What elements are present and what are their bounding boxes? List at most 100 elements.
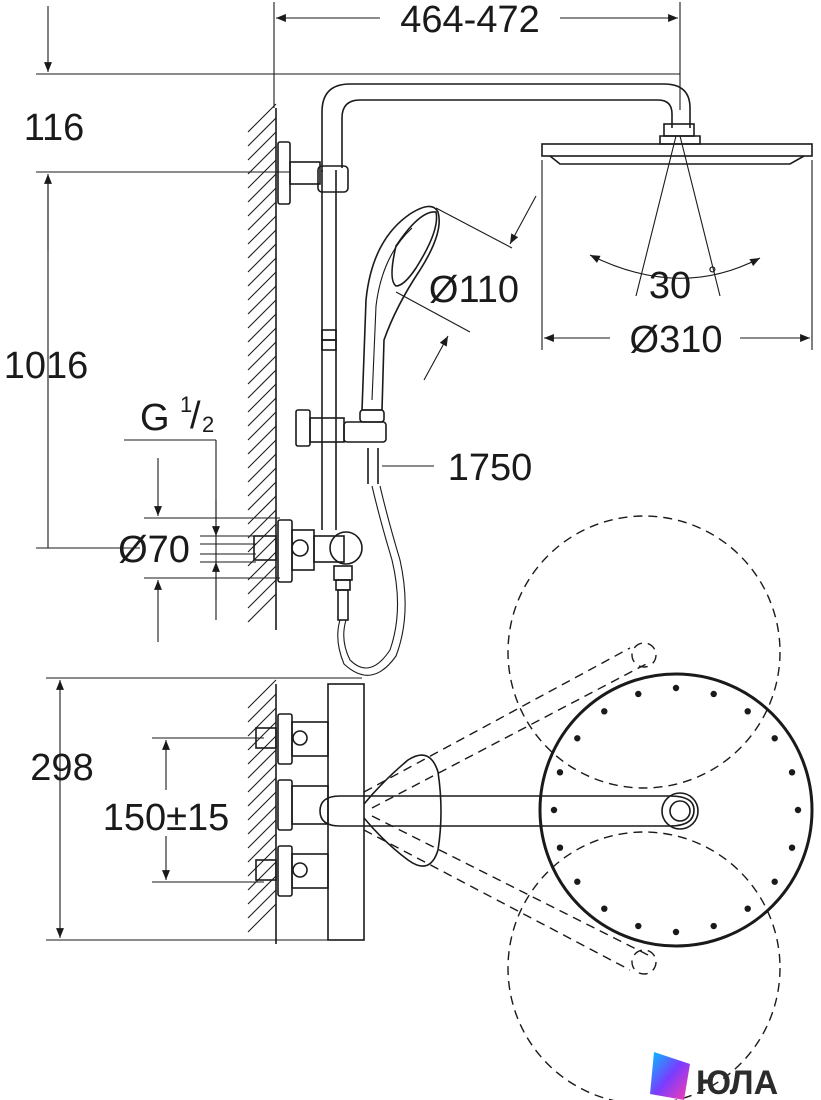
tilt-angle-label: 30 (649, 265, 691, 307)
wall-hatch-line (247, 903, 277, 933)
wall-bracket-top (277, 141, 321, 205)
wall-hatch-line (247, 481, 277, 511)
hose-length-label: 1750 (448, 447, 533, 489)
svg-text:/: / (190, 395, 201, 437)
wall-hatch-line (247, 777, 277, 807)
wall-hatch-line (247, 565, 277, 595)
wall-hatch-line (247, 819, 277, 849)
thread-label: G (140, 397, 170, 439)
head-shower-top (538, 672, 814, 948)
wall-hatch-line (247, 593, 277, 623)
hand-shower-diameter-label: Ø110 (429, 269, 519, 311)
wall-hatch-line (247, 453, 277, 483)
nozzle-dot (771, 735, 778, 742)
hand-shower: Ø110 (359, 195, 537, 423)
wall-hatch-line (247, 285, 277, 315)
rail-height-label: 1016 (4, 345, 89, 387)
wall-hatch-line (247, 509, 277, 539)
nozzle-dot (556, 844, 564, 851)
wall-hatch-line (247, 159, 277, 189)
thread-numerator: 1 (180, 392, 192, 417)
nozzle-dot (601, 905, 608, 912)
wall-hatch-line (247, 791, 277, 821)
wall-hatch-line (247, 439, 277, 469)
nozzle-dot (744, 905, 751, 912)
wall-hatch-line (247, 187, 277, 217)
front-view: 464-472 116 1016 (4, 0, 813, 676)
nozzle-dot (556, 769, 564, 776)
wall-hatch-line (247, 117, 277, 147)
head-shower-swing-range (363, 515, 781, 1100)
nozzle-dot (635, 690, 642, 698)
mixer-valve-front (253, 519, 363, 621)
wall-hatch-line (247, 833, 277, 863)
wall-hatch-line (247, 805, 277, 835)
wall-hatch-line (247, 889, 277, 919)
flange-diameter-label: Ø70 (118, 529, 190, 571)
wall-hatch-line (247, 861, 277, 891)
nozzle-dot (574, 878, 581, 885)
dimension-spacing: 150±15 (103, 737, 264, 883)
nozzle-dot (710, 690, 717, 698)
nozzle-dot (710, 922, 717, 930)
hand-shower-holder (295, 409, 387, 484)
wall-hatch-line (247, 495, 277, 525)
arm-width-label: 464-472 (400, 0, 539, 41)
wall-hatch-line (247, 749, 277, 779)
yula-logo-icon (650, 1052, 690, 1100)
wall-hatch-line (247, 397, 277, 427)
dimension-rail-height: 1016 (4, 176, 140, 549)
shower-rail (317, 165, 349, 530)
thread-denominator: 2 (202, 412, 214, 437)
yula-logo-text: ЮЛА (696, 1064, 778, 1100)
wall-hatch-line (247, 693, 277, 723)
wall-hatch-line (247, 721, 277, 751)
wall-hatch-line (247, 229, 277, 259)
wall-hatch-line (247, 579, 277, 609)
wall-top (247, 679, 277, 944)
top-offset-label: 116 (24, 107, 85, 149)
nozzle-dot (601, 708, 608, 715)
wall-hatch-line (247, 411, 277, 441)
wall-hatch-line (247, 145, 277, 175)
top-view: 298 150±15 (30, 515, 814, 1100)
wall-hatch-line (247, 707, 277, 737)
wall-hatch-line (247, 271, 277, 301)
wall-hatch-line (247, 299, 277, 329)
wall-hatch-line (247, 341, 277, 371)
head-shower-diameter-label: Ø310 (630, 319, 723, 361)
wall-hatch-line (247, 383, 277, 413)
wall-hatch-line (247, 735, 277, 765)
wall-front (247, 103, 277, 630)
nozzle-dot (672, 684, 680, 692)
wall-hatch-line (247, 679, 277, 709)
wall-hatch-line (247, 425, 277, 455)
wall-hatch-line (247, 131, 277, 161)
wall-hatch-line (247, 215, 277, 245)
shower-arm-top (319, 754, 699, 867)
depth-label: 298 (30, 747, 93, 789)
yula-logo: ЮЛА (650, 1052, 778, 1100)
wall-hatch-line (247, 369, 277, 399)
nozzle-dot (771, 878, 778, 885)
nozzle-dot (788, 844, 796, 851)
dimension-depth: 298 (30, 677, 362, 941)
wall-hatch-line (247, 763, 277, 793)
wall-hatch-line (247, 313, 277, 343)
wall-hatch-line (247, 551, 277, 581)
spacing-label: 150±15 (103, 797, 230, 839)
wall-hatch-line (247, 257, 277, 287)
nozzle-dot (744, 708, 751, 715)
shower-hose: 1750 (337, 447, 533, 676)
wall-hatch-line (247, 523, 277, 553)
wall-hatch-line (247, 327, 277, 357)
wall-hatch-line (247, 173, 277, 203)
thermostat-body-top (255, 683, 365, 941)
nozzle-dot (550, 806, 558, 814)
wall-hatch-line (247, 243, 277, 273)
shower-arm (321, 83, 695, 172)
nozzle-dot (574, 735, 581, 742)
wall-hatch-line (247, 103, 277, 133)
dimension-top-offset: 116 (24, 6, 680, 250)
